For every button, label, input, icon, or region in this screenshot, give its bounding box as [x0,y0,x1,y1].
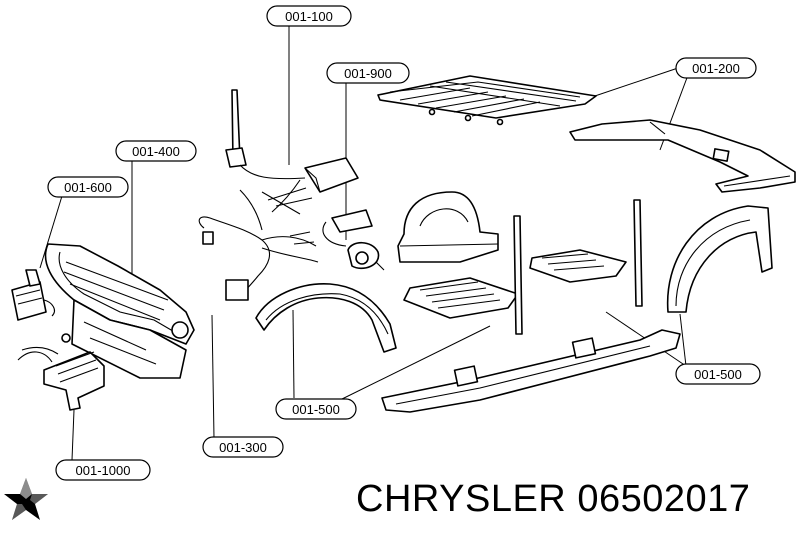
callout-label: 001-300 [219,440,267,455]
wiring-harness [198,189,319,301]
callout-001-500-right: 001-500 [675,363,761,385]
callout-001-100: 001-100 [266,5,352,27]
leader-lines [39,24,689,461]
roof-rack [377,75,597,126]
callout-label: 001-100 [285,9,333,24]
callout-001-500-left: 001-500 [275,398,357,420]
center-console [397,191,499,263]
callout-label: 001-500 [292,402,340,417]
horn-kit [322,209,385,271]
brand-caption: CHRYSLER 06502017 [356,478,750,521]
running-board [381,329,681,413]
callout-001-400: 001-400 [115,140,197,162]
callout-001-300: 001-300 [202,436,284,458]
callout-001-900: 001-900 [326,62,410,84]
door-trim-strips [513,199,643,335]
callout-label: 001-500 [694,367,742,382]
callout-label: 001-900 [344,66,392,81]
fender-flare-front [255,283,397,353]
callout-label: 001-400 [132,144,180,159]
pentastar-icon [4,478,48,520]
lamp-bracket [17,333,105,411]
callout-label: 001-600 [64,180,112,195]
fender-flare-rear [666,205,773,313]
roof-rail [569,119,796,193]
brand-name: CHRYSLER [356,478,567,520]
callout-001-1000: 001-1000 [55,459,151,481]
grille-guard [44,243,195,379]
callout-001-200: 001-200 [675,57,757,79]
fog-lamp [11,269,55,321]
floor-mat-rear [529,249,627,283]
callout-001-600: 001-600 [47,176,129,198]
floor-mat-front [403,277,519,319]
callout-label: 001-200 [692,61,740,76]
cb-radio-kit [225,89,359,215]
callout-label: 001-1000 [76,463,131,478]
part-number: 06502017 [577,478,751,520]
